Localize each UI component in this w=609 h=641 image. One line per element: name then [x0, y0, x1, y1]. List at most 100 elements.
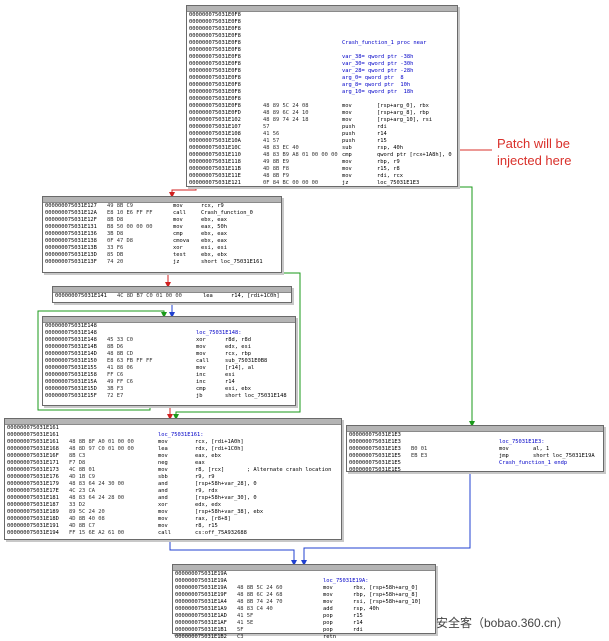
block-title-bar[interactable] [43, 317, 295, 323]
asm-mnemonic: call [158, 530, 171, 536]
asm-line[interactable]: 000000075031E148 [43, 323, 295, 330]
block-title-bar[interactable] [53, 287, 291, 293]
asm-address: 000000075031E168 [7, 446, 59, 452]
block-title-bar[interactable] [43, 197, 281, 203]
asm-line[interactable]: 000000075031E0F8 [187, 96, 457, 103]
asm-bytes: 49 FF C6 [107, 379, 133, 385]
asm-line[interactable]: 000000075031E0F8 [187, 19, 457, 26]
asm-line[interactable]: 000000075031E1E5 [347, 467, 603, 474]
block-title-bar[interactable] [187, 6, 457, 12]
asm-line[interactable]: 000000075031E161 [5, 425, 341, 432]
asm-line[interactable]: 000000075031E19A [173, 571, 435, 578]
block-title-bar[interactable] [173, 565, 435, 571]
asm-address: 000000075031E0F8 [189, 61, 241, 67]
asm-address: 000000075031E0F8 [189, 47, 241, 53]
asm-line[interactable]: 000000075031E0F8 [187, 12, 457, 19]
block-title-bar[interactable] [5, 419, 341, 425]
block-title-bar[interactable] [347, 426, 603, 432]
asm-mnemonic: mov [342, 159, 352, 165]
asm-line[interactable]: 000000075031E0F8 [187, 33, 457, 40]
asm-operands: r15 [377, 138, 387, 144]
asm-line[interactable]: 000000075031E1E3 [347, 432, 603, 439]
asm-line[interactable]: 000000075031E0F8 [187, 47, 457, 54]
asm-address: 000000075031E141 [55, 293, 107, 299]
asm-line[interactable]: 000000075031E0F8 [187, 26, 457, 33]
